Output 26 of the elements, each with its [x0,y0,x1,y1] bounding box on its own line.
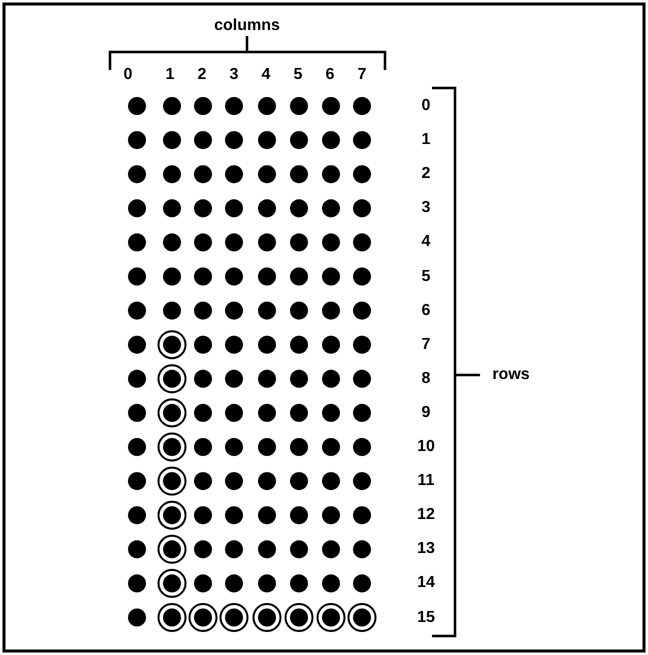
row-number: 9 [422,404,430,422]
row-number: 2 [422,165,430,184]
axis-title: rows [492,366,530,384]
row-number: 14 [417,574,435,592]
row-number: 4 [422,233,430,252]
column-number: 3 [230,66,238,84]
row-number: 0 [422,97,430,115]
column-number: 6 [326,66,334,84]
column-number: 0 [124,66,132,84]
row-number: 13 [417,540,435,558]
row-number: 8 [422,370,430,388]
column-number: 7 [358,66,366,84]
row-number: 15 [417,608,435,626]
row-number: 1 [422,131,430,150]
column-number: 2 [198,66,206,84]
row-number: 3 [422,199,430,218]
column-number: 5 [294,66,302,84]
row-number: 12 [417,506,435,524]
column-number: 1 [166,66,174,84]
row-number: 5 [422,268,430,286]
row-number: 7 [422,336,430,354]
axis-title: columns [214,17,280,35]
column-number: 4 [262,66,270,84]
row-number: 6 [422,302,430,320]
row-number: 10 [417,438,435,456]
row-number: 11 [418,472,434,490]
